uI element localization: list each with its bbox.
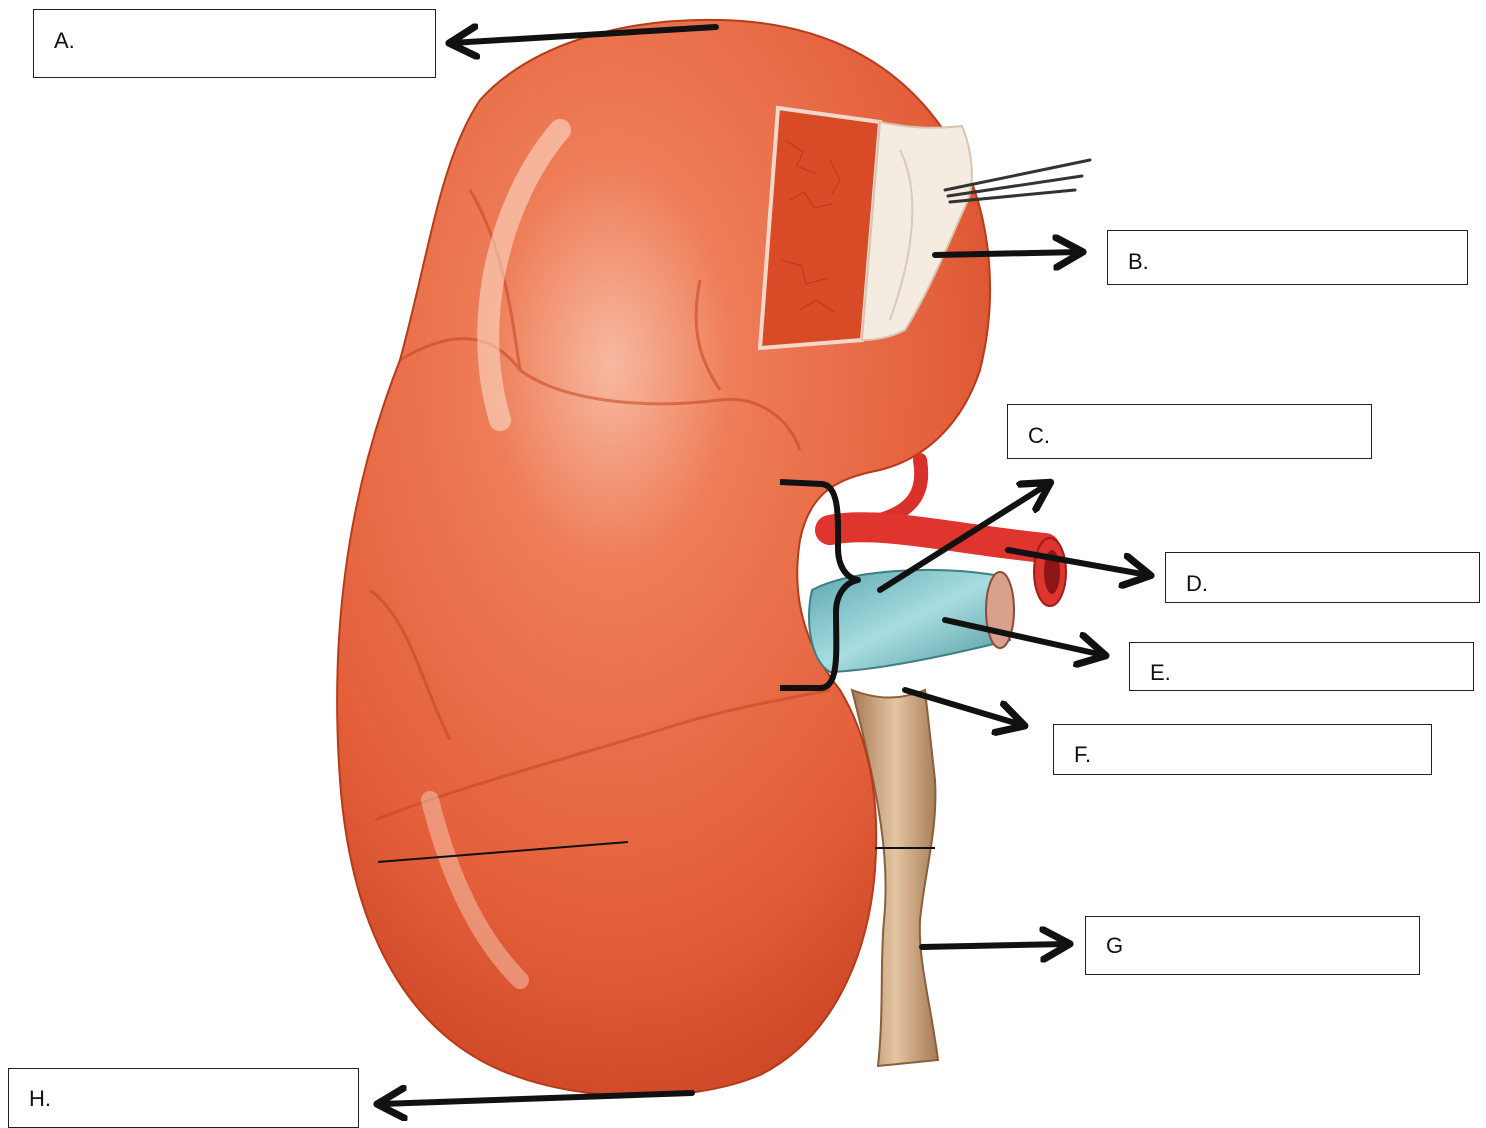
label-a: A.	[54, 28, 75, 54]
label-box-g[interactable]: G	[1085, 916, 1420, 975]
label-box-c[interactable]: C.	[1007, 404, 1372, 459]
renal-artery	[830, 527, 1045, 548]
label-e: E.	[1150, 660, 1171, 686]
renal-vein	[809, 570, 1010, 672]
arrow-h	[380, 1093, 692, 1104]
label-g: G	[1106, 933, 1123, 959]
label-box-e[interactable]: E.	[1129, 642, 1474, 691]
label-box-h[interactable]: H.	[8, 1068, 359, 1128]
label-f: F.	[1074, 742, 1091, 768]
label-box-b[interactable]: B.	[1107, 230, 1468, 285]
label-h: H.	[29, 1086, 51, 1112]
label-box-d[interactable]: D.	[1165, 552, 1480, 603]
arrow-g	[922, 944, 1067, 947]
label-box-f[interactable]: F.	[1053, 724, 1432, 775]
cortex-window	[760, 108, 880, 348]
label-c: C.	[1028, 423, 1050, 449]
arrow-b	[935, 252, 1080, 255]
label-box-a[interactable]: A.	[33, 9, 436, 78]
arrow-d	[1008, 550, 1148, 575]
label-d: D.	[1186, 571, 1208, 597]
label-b: B.	[1128, 249, 1149, 275]
